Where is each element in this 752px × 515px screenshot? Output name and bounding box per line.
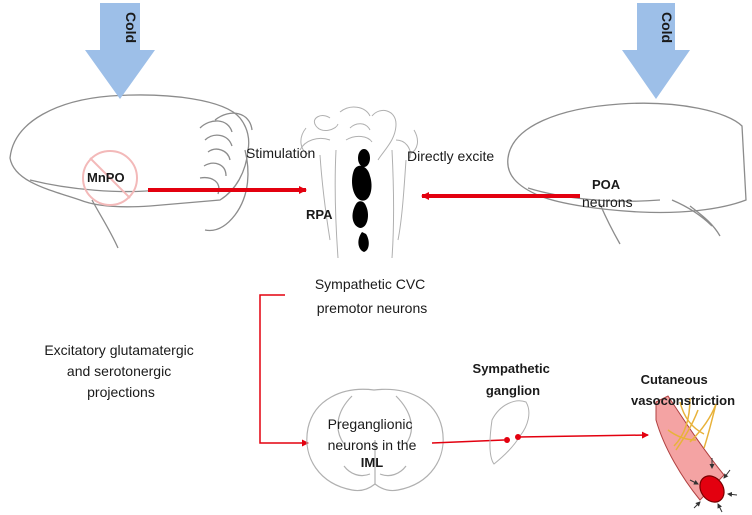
- sympathetic-nerve-fibers: [667, 397, 717, 451]
- preganglionic-label: Preganglionic neurons in the: [328, 416, 417, 453]
- premotor-label-line-2: premotor neurons: [317, 300, 428, 316]
- poa-neurons-label: neurons: [582, 194, 633, 210]
- vessel-label-line-2: vasoconstriction: [631, 393, 735, 408]
- vessel-lumen: [699, 475, 725, 503]
- postganglionic-fiber: [517, 431, 649, 439]
- vessel-label-line-1: Cutaneous: [641, 372, 708, 387]
- ganglion-label-line-1: Sympathetic: [473, 361, 550, 376]
- cold-right-label: Cold: [659, 12, 675, 43]
- mnpo-label: MnPO: [87, 170, 125, 185]
- constriction-arrows: [689, 458, 738, 513]
- projection-label-line-1: Excitatory glutamatergic: [44, 342, 193, 358]
- projection-label: Excitatory glutamatergic and serotonergi…: [44, 342, 197, 400]
- spinal-cord-outline: [306, 388, 444, 492]
- projection-label-line-3: projections: [87, 384, 155, 400]
- premotor-label-line-1: Sympathetic CVC: [315, 276, 425, 292]
- premotor-label: Sympathetic CVC premotor neurons: [315, 276, 429, 316]
- projection-arrow: [259, 294, 309, 447]
- cold-left-label: Cold: [123, 12, 139, 43]
- direct-excite-label: Directly excite: [407, 148, 494, 164]
- poa-label: POA: [592, 177, 621, 192]
- left-brain-outline: [9, 94, 253, 249]
- cold-arrow-left: Cold: [85, 3, 155, 99]
- vessel-label: Cutaneous vasoconstriction: [631, 372, 735, 408]
- iml-label: IML: [361, 455, 383, 470]
- projection-label-line-2: and serotonergic: [67, 363, 171, 379]
- right-brain-outline: [507, 102, 747, 245]
- ganglion-outline: [489, 400, 530, 465]
- stimulation-label: Stimulation: [246, 145, 315, 161]
- rpa-label: RPA: [306, 207, 333, 222]
- brainstem-outline: [299, 106, 418, 259]
- ganglion-label-line-2: ganglion: [486, 383, 540, 398]
- cold-arrow-right: Cold: [622, 3, 690, 99]
- preganglionic-label-line-1: Preganglionic: [328, 416, 413, 432]
- blood-vessel: [655, 395, 738, 513]
- rpa-nucleus: [352, 149, 372, 252]
- preganglionic-fiber: [431, 439, 505, 444]
- mnpo-region-marker: [82, 150, 138, 206]
- ganglion-synapse: [504, 437, 510, 443]
- ganglion-label: Sympathetic ganglion: [473, 361, 554, 398]
- preganglionic-label-line-2: neurons in the: [328, 437, 417, 453]
